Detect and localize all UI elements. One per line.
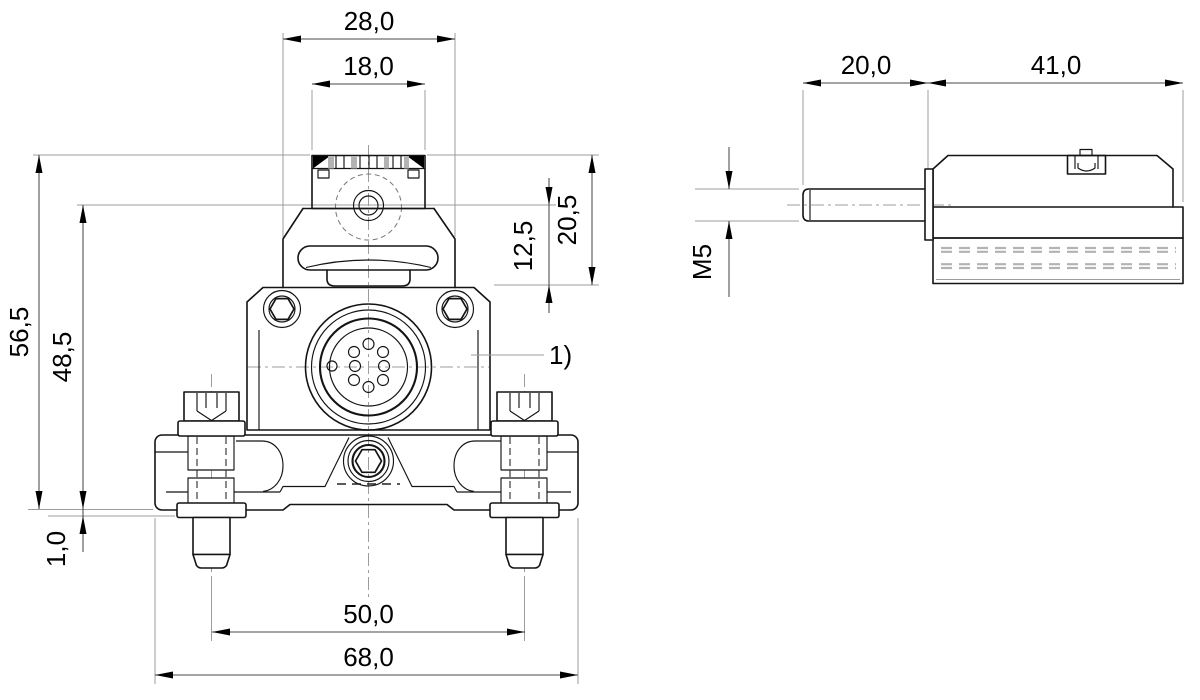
dim-label-cap-width: 18,0 [343, 51, 394, 81]
center-screw-boss [342, 435, 395, 487]
connector-pin [377, 359, 391, 373]
connector-pin [376, 345, 390, 359]
side-view: 20,0 41,0 M5 [687, 50, 1184, 297]
side-dimensions: 20,0 41,0 M5 [687, 50, 1183, 297]
dim-label-rod-length: 20,0 [841, 50, 892, 80]
bolt-head [496, 391, 553, 422]
dim-label-body-length: 41,0 [1031, 50, 1082, 80]
callout-label: 1) [549, 340, 572, 370]
dim-label-hole-offset: 12,5 [508, 221, 538, 272]
front-view: 28,0 18,0 56,5 48,5 1,0 12,5 20,5 [4, 6, 599, 684]
m12-connector [304, 303, 433, 431]
right-clamp-bolt [489, 391, 560, 569]
connector-pin [376, 373, 390, 387]
bolt-washer [489, 502, 560, 519]
main-body [246, 286, 491, 431]
left-clamp-bolt [176, 391, 247, 569]
clamp-tab [326, 269, 411, 287]
cap-hole-outer [352, 189, 385, 222]
bolt-shaft [192, 516, 231, 556]
dim-label-head-height: 20,5 [552, 195, 582, 246]
corner-screw-right [435, 289, 475, 329]
connector-pin [347, 373, 361, 387]
dim-label-overall-height: 56,5 [4, 307, 34, 358]
connector-pin [362, 337, 375, 351]
dim-label-thread: M5 [687, 244, 717, 280]
side-extension-lines [695, 90, 1184, 222]
side-lower-section [932, 237, 1184, 285]
cap-hole-inner [358, 195, 379, 216]
side-band [932, 206, 1184, 239]
top-tab [1079, 148, 1093, 157]
connector-pin [362, 380, 375, 394]
extension-lines [28, 33, 599, 684]
dim-label-center-height: 48,5 [47, 332, 77, 383]
dim-label-bolt-spacing: 50,0 [343, 599, 394, 629]
connector-keyway [326, 360, 338, 372]
threaded-rod [802, 188, 926, 222]
side-body [924, 148, 1184, 285]
bolt-flange [490, 420, 559, 437]
rod-flange [924, 168, 934, 241]
bolt-flange [177, 420, 246, 437]
bolt-shaft [505, 516, 544, 556]
connector-pin [347, 345, 361, 359]
connector-pin [348, 359, 362, 373]
front-dimensions: 28,0 18,0 56,5 48,5 1,0 12,5 20,5 [4, 6, 596, 679]
clamp-slot [297, 245, 439, 271]
dim-label-shoulder-width: 28,0 [344, 6, 395, 36]
dim-label-overall-width: 68,0 [343, 642, 394, 672]
clamp-section [282, 207, 456, 289]
dim-label-clamp-gap: 1,0 [41, 531, 71, 567]
bolt-head [183, 391, 240, 422]
set-screw-box [1066, 154, 1107, 175]
clamp-band-arc [305, 259, 432, 269]
bolt-washer [176, 502, 247, 519]
corner-screw-left [262, 289, 302, 329]
callout-1: 1) [471, 340, 572, 370]
